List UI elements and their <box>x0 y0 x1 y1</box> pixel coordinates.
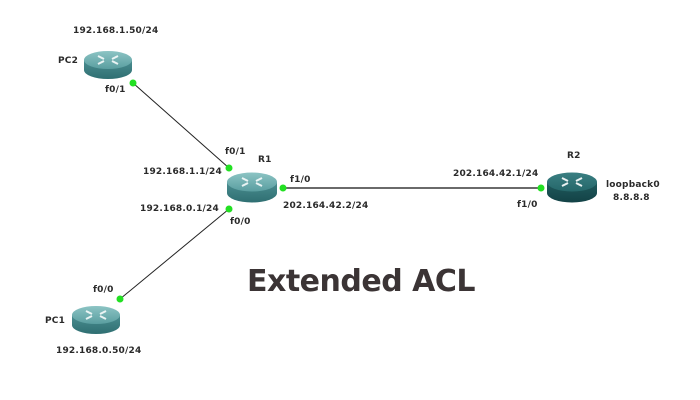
router-icon-pc1[interactable] <box>72 306 120 334</box>
r2-loopback-ip-label: 8.8.8.8 <box>613 193 650 203</box>
port-r1-f0-0[interactable] <box>225 205 233 213</box>
router-icon-pc2[interactable] <box>84 51 132 79</box>
router-icon-r2[interactable] <box>547 172 597 203</box>
pc2-ip-label: 192.168.1.50/24 <box>73 26 159 36</box>
r1-name-label: R1 <box>258 155 272 165</box>
r2-loopback-name-label: loopback0 <box>606 180 660 190</box>
router-icon-r1[interactable] <box>227 172 277 203</box>
r1-ip-f1-0-label: 202.164.42.2/24 <box>283 201 369 211</box>
r1-ip-f0-1-label: 192.168.1.1/24 <box>143 167 222 177</box>
link-pc1-r1 <box>119 208 230 300</box>
pc2-name-label: PC2 <box>58 56 79 66</box>
port-r2-f1-0[interactable] <box>537 184 545 192</box>
link-pc2-r1 <box>132 82 230 169</box>
r1-ip-f0-0-label: 192.168.0.1/24 <box>140 204 219 214</box>
r1-if-f1-0-label: f1/0 <box>290 175 311 185</box>
r2-name-label: R2 <box>567 151 581 161</box>
pc1-ip-label: 192.168.0.50/24 <box>56 346 142 356</box>
pc1-if-label: f0/0 <box>93 285 114 295</box>
r1-if-f0-0-label: f0/0 <box>230 217 251 227</box>
port-pc1-f0-0[interactable] <box>116 295 124 303</box>
r2-ip-f1-0-label: 202.164.42.1/24 <box>453 169 539 179</box>
r1-if-f0-1-label: f0/1 <box>225 147 246 157</box>
pc2-if-label: f0/1 <box>105 85 126 95</box>
port-r1-f0-1[interactable] <box>225 164 233 172</box>
diagram-title: Extended ACL <box>247 264 475 299</box>
port-r1-f1-0[interactable] <box>279 184 287 192</box>
r2-if-f1-0-label: f1/0 <box>517 200 538 210</box>
port-pc2-f0-1[interactable] <box>129 79 137 87</box>
pc1-name-label: PC1 <box>45 316 66 326</box>
